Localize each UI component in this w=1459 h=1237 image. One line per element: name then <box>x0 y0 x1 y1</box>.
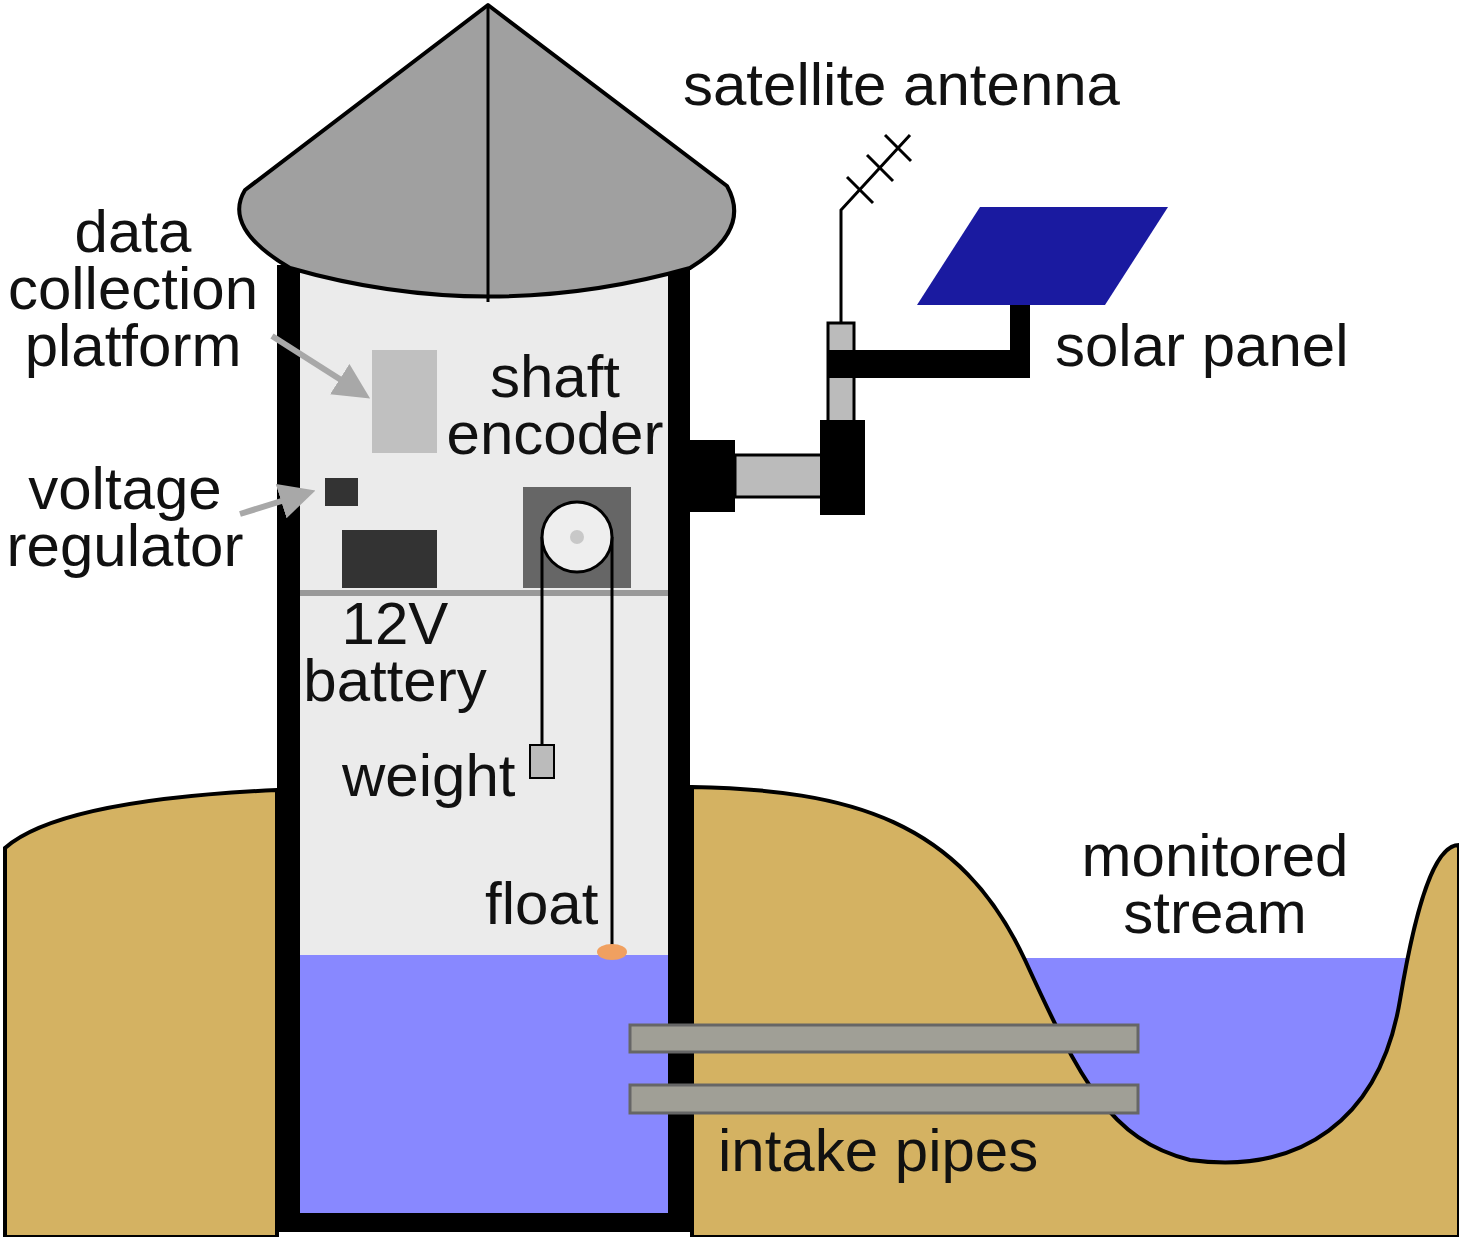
battery-box <box>342 530 437 588</box>
well-water <box>300 955 668 1213</box>
intake-pipe <box>630 1085 1138 1113</box>
platform-label: data collection platform <box>3 203 263 374</box>
pipes-label: intake pipes <box>718 1122 1038 1179</box>
leader-line <box>240 494 304 514</box>
panel-arm <box>828 305 1030 378</box>
data-collection-box <box>372 350 437 453</box>
regulator-label: voltage regulator <box>0 460 250 574</box>
intake-pipe <box>630 1025 1138 1052</box>
antenna-label: satellite antenna <box>683 56 1120 113</box>
ground-left <box>5 790 277 1237</box>
float-cable <box>611 537 614 946</box>
panel-label: solar panel <box>1055 317 1349 374</box>
float-body <box>597 944 627 960</box>
solar-panel-surface <box>917 207 1168 305</box>
stream-label: monitored stream <box>1060 827 1370 941</box>
ground-right <box>692 787 1459 1237</box>
roof-seam <box>487 5 490 302</box>
tower-wall <box>277 265 690 1232</box>
leader-line <box>272 336 360 392</box>
voltage-regulator-box <box>325 478 358 506</box>
wall-mount <box>690 440 735 512</box>
weight-cable <box>541 537 544 747</box>
battery-label: 12V battery <box>280 595 510 709</box>
weight-block <box>530 745 554 778</box>
pulley-axle <box>570 530 584 544</box>
shaft-encoder-box <box>523 487 631 588</box>
float-label: float <box>485 875 598 932</box>
weight-label: weight <box>342 747 515 804</box>
antenna-element <box>847 177 873 203</box>
mount-arm <box>735 455 822 497</box>
antenna-rod <box>841 135 910 323</box>
encoder-label: shaft encoder <box>435 348 675 462</box>
pulley <box>542 502 612 572</box>
antenna-element <box>867 155 893 181</box>
antenna-element <box>885 135 911 161</box>
mast-clamp <box>820 420 865 515</box>
